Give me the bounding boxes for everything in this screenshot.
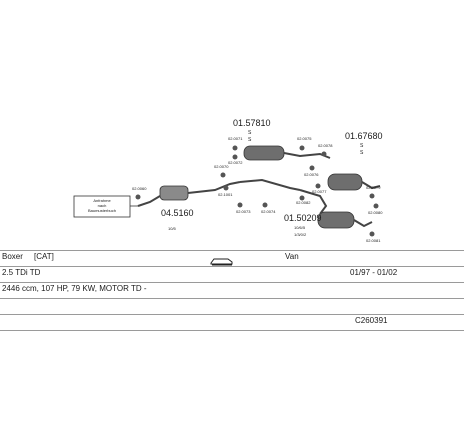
hardware-code: 02.0080 <box>368 210 383 215</box>
clamp-mark <box>262 202 268 208</box>
clamp-mark <box>223 185 229 191</box>
hardware-code: 02.0060 <box>132 186 147 191</box>
middle-silencer-top <box>243 145 285 161</box>
fitment-note-3: Baumusterbuch <box>88 208 116 213</box>
clamp-mark <box>232 154 238 160</box>
clamp-mark <box>232 145 238 151</box>
clamp-mark <box>299 195 305 201</box>
clamp-mark <box>315 183 321 189</box>
hardware-code: 02.0078 <box>318 143 333 148</box>
hardware-code: 02.0081 <box>366 238 381 243</box>
rear-feed-pipe <box>299 189 328 215</box>
hardware-code: 02.1001 <box>218 192 233 197</box>
clamp-mark <box>321 151 327 157</box>
production-years: 01/97 - 01/02 <box>350 268 398 277</box>
model-name: Boxer <box>2 252 23 261</box>
catalyst-body <box>159 185 189 201</box>
row-empty <box>0 298 464 315</box>
hardware-code: 02.0075 <box>297 136 312 141</box>
cat-tag: [CAT] <box>34 252 54 261</box>
rear-silencer-lower <box>317 211 355 229</box>
clamp-mark <box>237 202 243 208</box>
engine-spec: 2446 ccm, 107 HP, 79 KW, MOTOR TD - <box>2 284 147 293</box>
hardware-code-labels: 02.0060 02.0070 02.1001 02.0071 02.0072 02.00… <box>132 136 383 243</box>
part-rear-muffler: 01.50209 <box>284 213 322 223</box>
row-spec: 2446 ccm, 107 HP, 79 KW, MOTOR TD - <box>0 282 464 299</box>
center-pipe <box>239 178 301 191</box>
hardware-code: 02.0072 <box>228 160 243 165</box>
front-pipe-start <box>137 195 161 207</box>
fitment-note-1: Anfrahme <box>93 198 111 203</box>
exhaust-drawing: Anfrahme nach Baumusterbuch 04.5160 10/5… <box>73 118 383 243</box>
part-main-left: 01.57810 <box>233 118 271 128</box>
part-front-pipe: 04.5160 <box>161 208 194 218</box>
qty-left-1: S <box>248 130 252 136</box>
rear-sub-code-2: 1/3/0/2 <box>294 232 307 237</box>
body-type: Van <box>285 252 299 261</box>
lower-tail-pipe <box>353 219 373 228</box>
clamp-mark <box>369 193 375 199</box>
fitment-note-2: nach <box>98 203 107 208</box>
hardware-code: 02.0073 <box>236 209 251 214</box>
hardware-code: 02.0077 <box>312 189 327 194</box>
hardware-code: 02.0082 <box>296 200 311 205</box>
row-code: C260391 <box>0 314 464 331</box>
exhaust-diagram: Anfrahme nach Baumusterbuch 04.5160 10/5… <box>73 118 383 243</box>
part-front-pipe-sub: 10/5 <box>168 226 177 231</box>
clamp-mark <box>220 172 226 178</box>
clamp-mark <box>369 231 375 237</box>
hardware-code: 02.0070 <box>214 164 229 169</box>
qty-right-1: S <box>360 143 364 149</box>
kit-code: C260391 <box>355 316 388 325</box>
hardware-code: 02.0071 <box>228 136 243 141</box>
upper-tail-pipe <box>361 181 381 190</box>
clamp-mark <box>135 194 141 200</box>
clamp-mark <box>373 203 379 209</box>
qty-left-2: S <box>248 137 252 143</box>
row-engine: 2.5 TDi TD 01/97 - 01/02 <box>0 266 464 283</box>
table-bottom-rule <box>0 330 464 331</box>
rear-silencer-upper <box>327 173 363 191</box>
part-main-right: 01.67680 <box>345 131 383 141</box>
clamp-mark <box>309 165 315 171</box>
intermediate-pipe <box>187 181 241 194</box>
rear-sub-code-1: 10/6/5 <box>294 225 306 230</box>
row-model: Boxer [CAT] Van <box>0 250 464 267</box>
clamp-mark <box>299 145 305 151</box>
fitment-note-box <box>73 195 131 218</box>
hardware-code: 02.0076 <box>304 172 319 177</box>
hardware-parts <box>135 145 379 237</box>
engine-code: 2.5 TDi TD <box>2 268 41 277</box>
qty-right-2: S <box>360 150 364 156</box>
hardware-code: 02.0079 <box>366 185 381 190</box>
hardware-code: 02.0074 <box>261 209 276 214</box>
van-body-icon <box>210 253 234 271</box>
